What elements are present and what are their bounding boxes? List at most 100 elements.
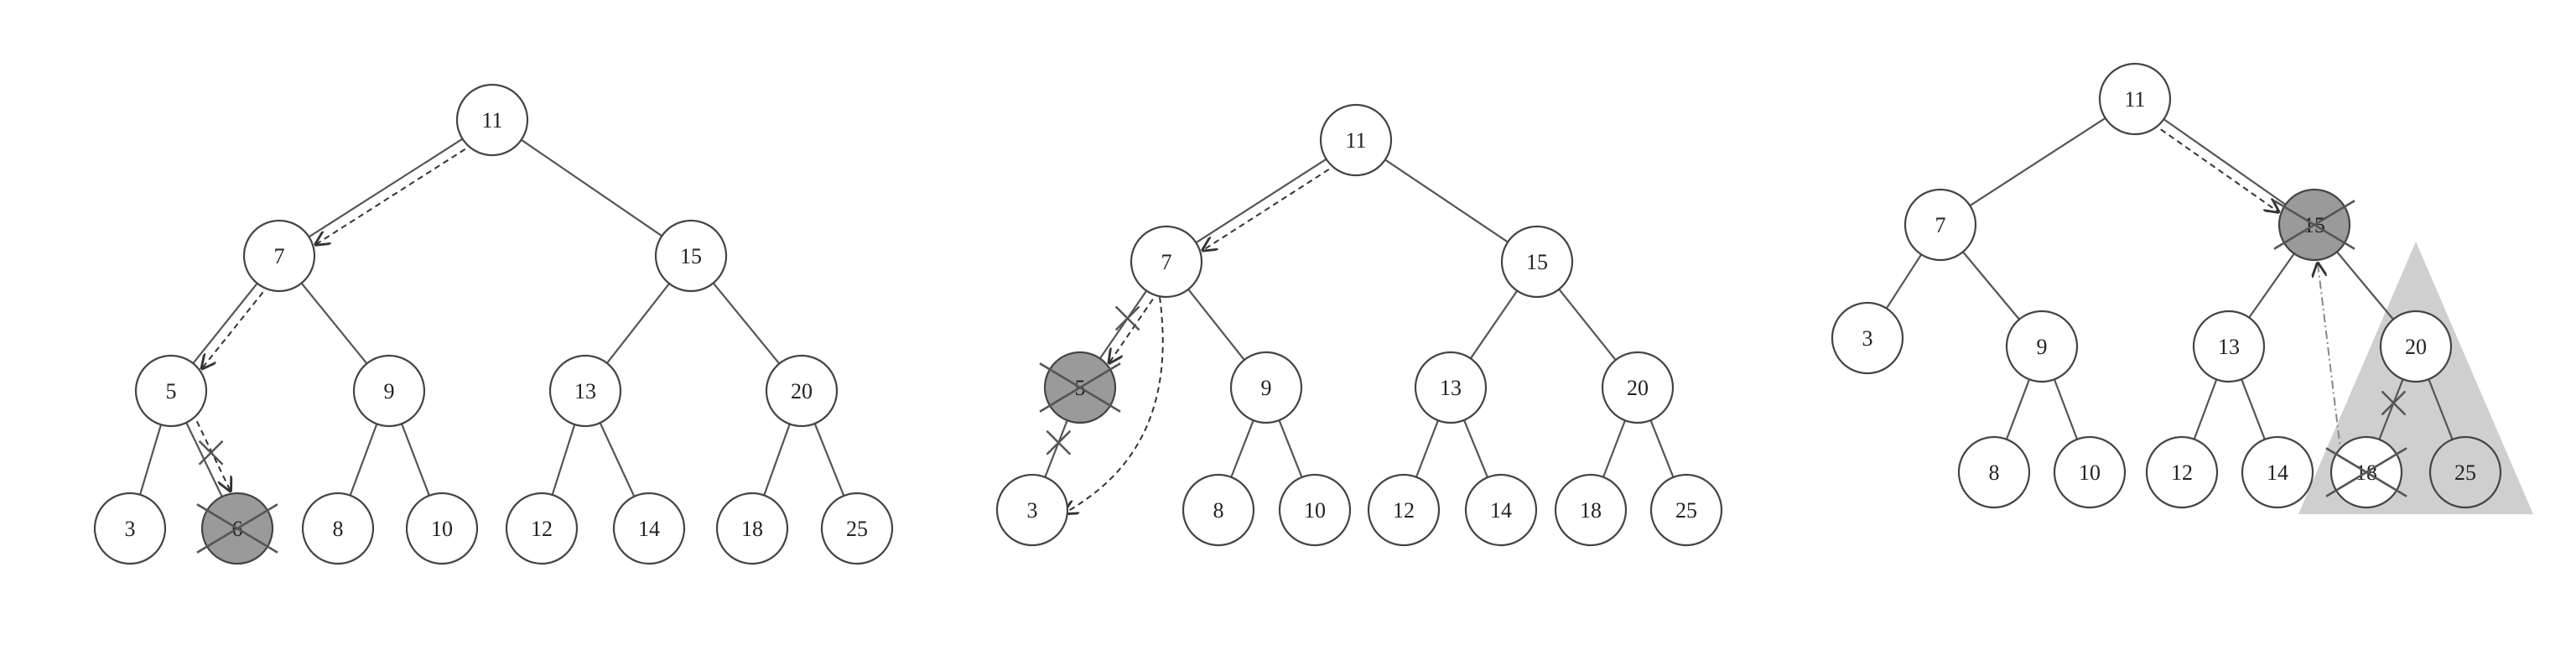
- tree-edge: [813, 423, 845, 497]
- tree-node-18: 18: [1554, 473, 1628, 547]
- node-label: 15: [1526, 250, 1548, 274]
- tree-node-13: 13: [2192, 310, 2266, 383]
- node-label: 11: [2124, 87, 2145, 112]
- tree-node-10: 10: [1278, 473, 1352, 547]
- tree-node-10: 10: [2053, 435, 2127, 509]
- successor-move-arrow: [2318, 263, 2342, 456]
- tree-edge: [599, 422, 636, 497]
- node-label: 5: [166, 379, 177, 403]
- node-circle: [505, 492, 579, 565]
- tree-node-9: 9: [1229, 351, 1303, 424]
- tree-node-8: 8: [301, 492, 375, 565]
- tree-edge: [712, 282, 781, 365]
- tree-node-25: 25: [2428, 435, 2502, 509]
- edge-cut-mark: [198, 440, 224, 466]
- node-label: 8: [333, 517, 344, 541]
- tree-node-11: 11: [1319, 103, 1393, 177]
- tree-node-15: 15: [1500, 225, 1574, 299]
- tree-node-14: 14: [612, 492, 686, 565]
- node-circle: [2053, 435, 2127, 509]
- node-circle: [1903, 188, 1977, 262]
- node-label: 10: [2079, 460, 2101, 485]
- node-circle: [1130, 225, 1203, 299]
- tree-edge: [1602, 419, 1626, 478]
- search-path-arrow: [195, 420, 231, 491]
- node-label: 9: [384, 379, 395, 403]
- tree-node-14: 14: [2241, 435, 2314, 509]
- tree-edge: [2053, 378, 2079, 440]
- deleted-cross-icon: [2325, 447, 2407, 497]
- node-circle: [1414, 351, 1488, 424]
- tree-node-9: 9: [2005, 310, 2079, 383]
- node-label: 12: [531, 517, 553, 541]
- tree-edge: [1962, 251, 2020, 320]
- tree-node-12: 12: [505, 492, 579, 565]
- node-circle: [765, 354, 839, 428]
- tree-edge: [2005, 378, 2031, 440]
- deleted-cross-icon: [196, 503, 278, 554]
- tree-node-14: 14: [1464, 473, 1538, 547]
- node-circle: [1601, 351, 1675, 424]
- node-circle: [1649, 473, 1723, 547]
- node-label: 7: [1935, 213, 1946, 237]
- tree-node-25: 25: [1649, 473, 1723, 547]
- reconnect-arrow: [1064, 296, 1164, 513]
- tree-edge: [1649, 419, 1675, 478]
- tree-edge: [138, 424, 163, 496]
- node-circle: [1957, 435, 2031, 509]
- tree-node-18: 18: [715, 492, 789, 565]
- node-circle: [352, 354, 426, 428]
- tree-node-15: 15: [654, 219, 728, 293]
- edge-cut-mark: [1114, 305, 1140, 331]
- tree-edge: [2378, 378, 2404, 440]
- node-label: 9: [2037, 335, 2048, 359]
- node-circle: [2379, 310, 2453, 383]
- tree-edge: [1885, 253, 1923, 310]
- tree-edge: [1469, 290, 1519, 359]
- node-circle: [612, 492, 686, 565]
- node-circle: [301, 492, 375, 565]
- tree-node-5: 5: [134, 354, 208, 428]
- node-circle: [2428, 435, 2502, 509]
- node-label: 14: [2267, 460, 2288, 485]
- tree-edge: [1462, 419, 1489, 478]
- deleted-cross-icon: [2273, 200, 2355, 250]
- node-label: 20: [791, 379, 813, 403]
- node-circle: [1500, 225, 1574, 299]
- tree-node-20: 20: [765, 354, 839, 428]
- tree-node-6: 6: [196, 492, 278, 565]
- tree-node-12: 12: [1367, 473, 1441, 547]
- node-circle: [715, 492, 789, 565]
- edge-cut-mark: [2381, 390, 2407, 416]
- node-circle: [1278, 473, 1352, 547]
- edge-cut-mark: [1046, 429, 1072, 455]
- node-label: 13: [2218, 335, 2240, 359]
- search-path-arrow: [1109, 299, 1154, 363]
- node-circle: [1367, 473, 1441, 547]
- tree-node-10: 10: [405, 492, 479, 565]
- node-circle: [2098, 62, 2172, 136]
- node-label: 25: [2454, 460, 2476, 485]
- tree-edge: [1384, 159, 1509, 243]
- tree-edge: [308, 138, 464, 238]
- node-label: 7: [274, 244, 285, 268]
- tree-edge: [1187, 289, 1245, 361]
- node-label: 25: [846, 517, 868, 541]
- tree-node-9: 9: [352, 354, 426, 428]
- node-label: 8: [1213, 498, 1224, 523]
- tree-node-7: 7: [1903, 188, 1977, 262]
- tree-node-5: 5: [1039, 351, 1121, 424]
- tree-node-3: 3: [995, 473, 1069, 547]
- tree-node-7: 7: [1130, 225, 1203, 299]
- tree-node-15: 15: [2273, 188, 2355, 262]
- tree-node-7: 7: [242, 219, 316, 293]
- node-circle: [1464, 473, 1538, 547]
- tree-node-20: 20: [1601, 351, 1675, 424]
- node-label: 3: [125, 517, 136, 541]
- node-circle: [2005, 310, 2079, 383]
- tree-edge: [2193, 378, 2218, 440]
- node-label: 20: [2405, 335, 2427, 359]
- tree-edge: [1230, 419, 1254, 478]
- node-circle: [995, 473, 1069, 547]
- node-label: 12: [2171, 460, 2193, 485]
